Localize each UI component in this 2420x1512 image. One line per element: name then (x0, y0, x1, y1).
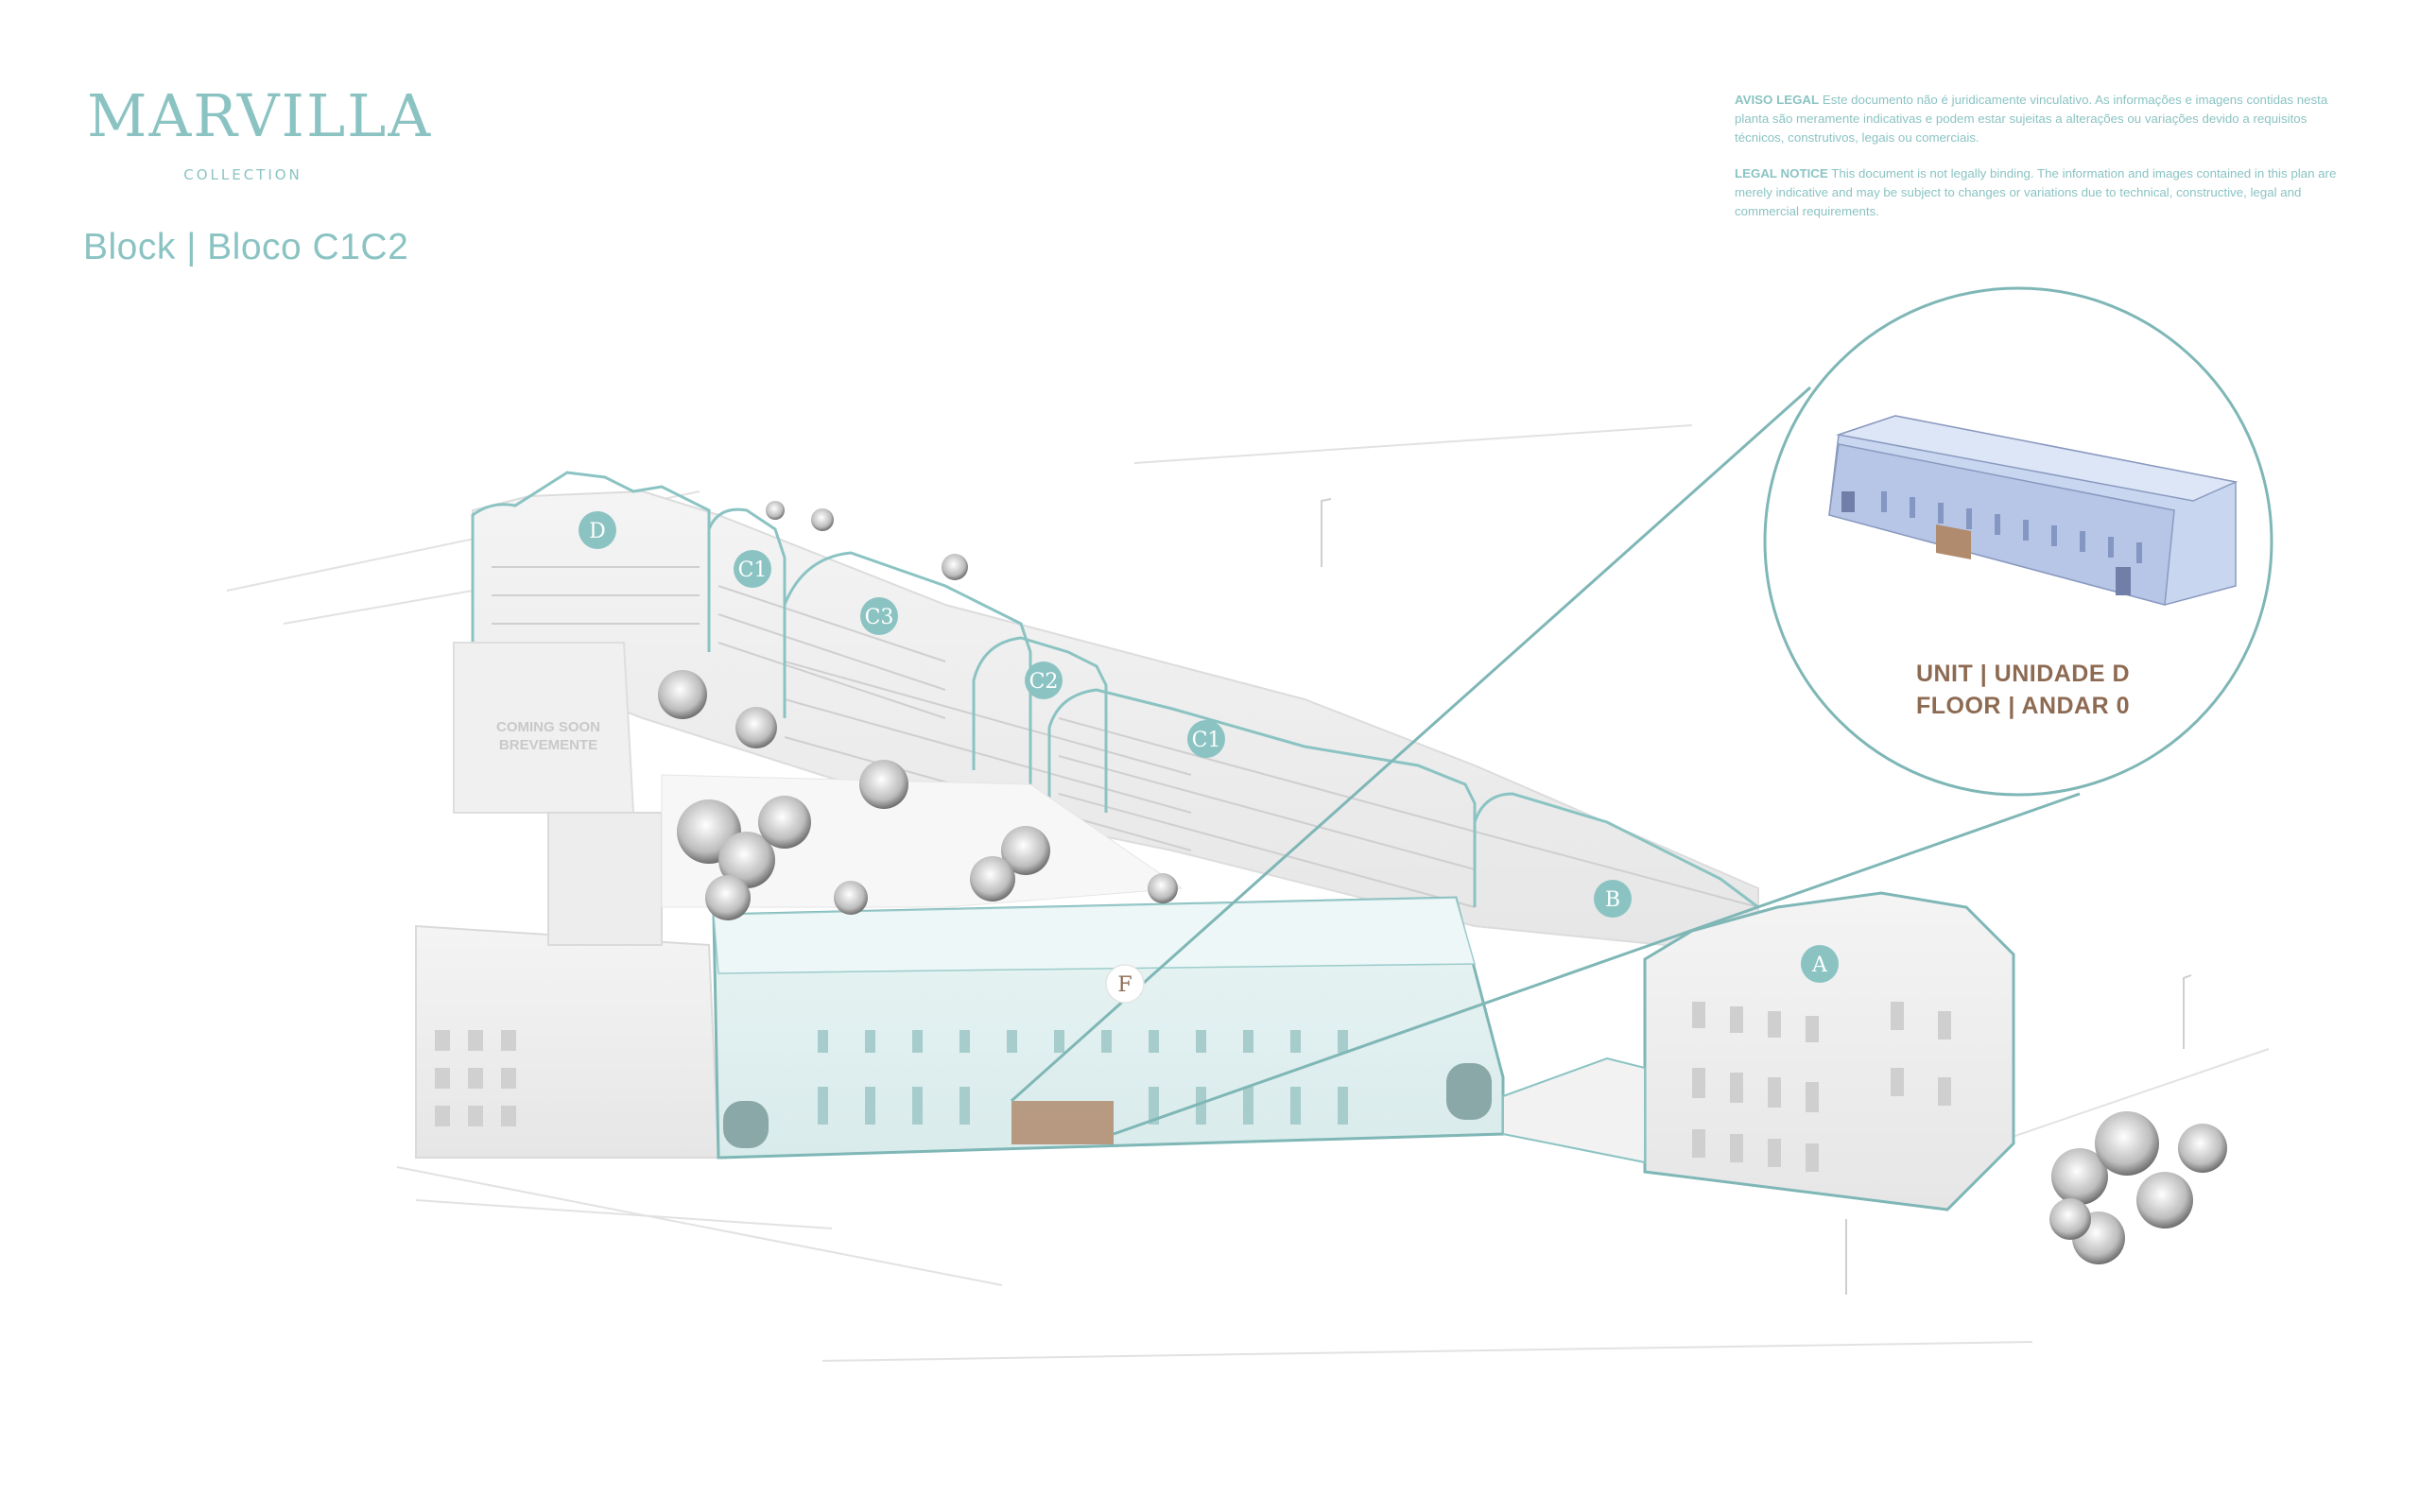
coming-soon-label: COMING SOON BREVEMENTE (473, 718, 624, 754)
logo-wordmark: MARVILLA (87, 81, 433, 150)
legal-pt-text: Este documento não é juridicamente vincu… (1735, 93, 2328, 145)
unit-line: UNIT | UNIDADE D (1915, 661, 2131, 687)
legal-notice: AVISO LEGAL Este documento não é juridic… (1735, 91, 2359, 238)
unit-d-highlight (1011, 1101, 1114, 1144)
legal-en-label: LEGAL NOTICE (1735, 166, 1828, 180)
marker-f: F (1105, 964, 1145, 1004)
logo: MARVILLA COLLECTION (87, 81, 433, 184)
marker-c1-north-label: C1 (738, 558, 768, 582)
building-markers: D C1 C3 C2 C1 B A F (579, 511, 1839, 1004)
trees (658, 501, 2227, 1264)
marker-a-label: A (1811, 954, 1828, 977)
page-title: Block | Bloco C1C2 (83, 227, 409, 267)
marker-c1-south-label: C1 (1192, 729, 1221, 752)
marker-c2: C2 (1025, 662, 1063, 699)
marker-d-label: D (589, 520, 606, 543)
marker-b: B (1594, 880, 1632, 918)
logo-subtitle: COLLECTION (183, 166, 302, 183)
building-f-selected (712, 896, 1505, 1160)
legal-notice-en: LEGAL NOTICE This document is not legall… (1735, 164, 2359, 221)
zoomed-unit-d-highlight (1936, 524, 1971, 559)
marker-b-label: B (1605, 888, 1620, 912)
marker-a: A (1801, 945, 1839, 983)
marker-c3-label: C3 (865, 606, 894, 629)
marker-c2-label: C2 (1029, 670, 1059, 694)
legal-en-text: This document is not legally binding. Th… (1735, 166, 2337, 218)
marker-c3: C3 (860, 597, 898, 635)
marker-d: D (579, 511, 616, 549)
zoomed-building-f (1828, 415, 2238, 606)
marker-c1-north: C1 (734, 550, 771, 588)
legal-pt-label: AVISO LEGAL (1735, 93, 1820, 107)
zoom-callout-lines (1011, 386, 2081, 1136)
building-a (1643, 891, 2015, 1211)
unit-floor-caption: UNIT | UNIDADE D FLOOR | ANDAR 0 (1872, 658, 2174, 722)
marker-c1-south: C1 (1187, 720, 1225, 758)
lamp-posts (1321, 498, 2192, 1295)
rear-building-row (471, 471, 1759, 956)
marker-f-label: F (1117, 973, 1132, 997)
floor-line: FLOOR | ANDAR 0 (1915, 693, 2131, 719)
connector-wall (1502, 1057, 1646, 1164)
coming-soon-en: COMING SOON (495, 719, 600, 735)
coming-soon-pt: BREVEMENTE (498, 737, 598, 753)
legal-notice-pt: AVISO LEGAL Este documento não é juridic… (1735, 91, 2359, 147)
